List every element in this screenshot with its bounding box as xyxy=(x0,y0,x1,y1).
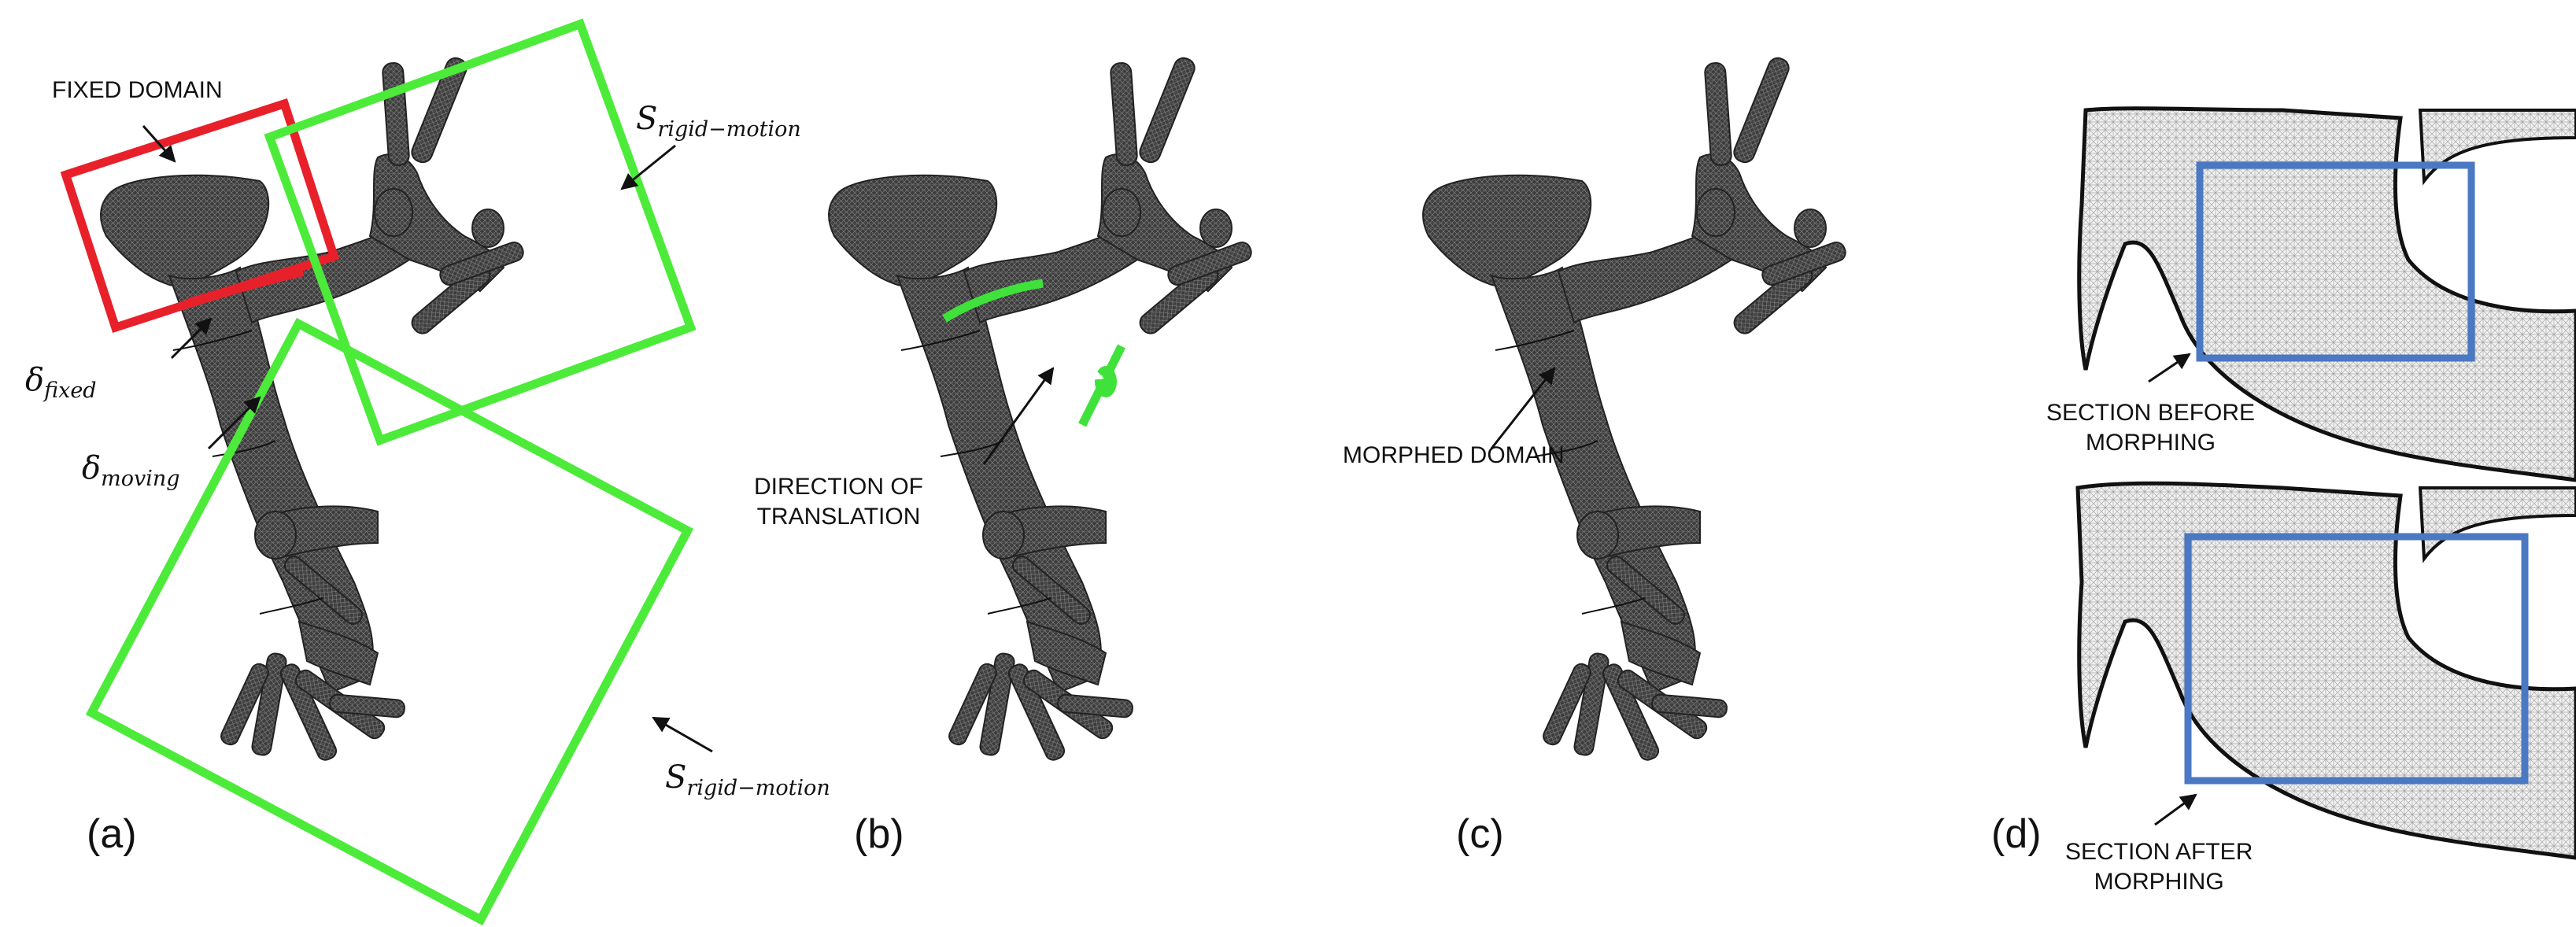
panel-letter-c: (c) xyxy=(1456,811,1504,857)
subscript-rigid-motion: rigid−motion xyxy=(686,776,830,800)
arrow-s-rigid-lower xyxy=(652,716,713,753)
label-delta-moving: δmoving xyxy=(82,450,180,491)
direction-line-2: TRANSLATION xyxy=(756,504,921,530)
arrow-direction-of-translation xyxy=(982,367,1055,465)
section-before-line-1: SECTION BEFORE xyxy=(2046,400,2256,426)
subscript-rigid-motion: rigid−motion xyxy=(657,117,801,142)
panel-a xyxy=(60,18,713,926)
arrow-morphed-domain xyxy=(1490,367,1556,449)
panel-c xyxy=(1422,54,1849,763)
arrow-section-after xyxy=(2154,793,2197,826)
label-lr: lr xyxy=(1070,297,1091,338)
panel-letter-a: (a) xyxy=(87,811,137,857)
section-before-image xyxy=(2077,106,2576,482)
highlight-ring-upper xyxy=(942,279,1044,323)
highlight-ring-lower-center xyxy=(1095,366,1117,397)
arrow-s-rigid-upper xyxy=(620,144,676,190)
subscript-r: r xyxy=(1080,314,1091,338)
panel-b xyxy=(828,54,1255,763)
label-direction-of-translation: DIRECTION OF TRANSLATION xyxy=(754,472,923,532)
label-delta-fixed: δfixed xyxy=(25,362,97,403)
panel-d xyxy=(2075,106,2576,860)
subscript-moving: moving xyxy=(101,467,180,491)
label-morphed-domain: MORPHED DOMAIN xyxy=(1343,442,1565,468)
delta-fixed-band xyxy=(187,267,305,308)
rigid-motion-box-lower xyxy=(85,317,694,926)
panel-letter-d: (d) xyxy=(1991,811,2042,857)
translation-vector-lr xyxy=(1046,356,1104,382)
section-after-image xyxy=(2075,481,2576,860)
section-before-line-2: MORPHING xyxy=(2086,430,2216,456)
airway-mesh-b xyxy=(828,54,1255,763)
arrow-section-before xyxy=(2148,353,2191,383)
section-after-line-1: SECTION AFTER xyxy=(2065,839,2253,865)
airway-mesh-c xyxy=(1422,54,1849,763)
section-box-before xyxy=(2196,161,2475,362)
panel-letter-b: (b) xyxy=(854,811,904,857)
symbol-s: S xyxy=(636,101,658,137)
section-box-after xyxy=(2184,533,2529,785)
arrow-fixed-domain xyxy=(142,125,176,163)
arrow-delta-moving xyxy=(207,396,261,450)
symbol-l: l xyxy=(1070,297,1081,334)
label-s-rigid-motion-upper: Srigid−motion xyxy=(636,101,801,142)
label-fixed-domain: FIXED DOMAIN xyxy=(52,77,223,103)
arrow-delta-fixed xyxy=(170,317,213,360)
symbol-delta: δ xyxy=(25,362,45,398)
subscript-fixed: fixed xyxy=(44,379,97,403)
symbol-delta: δ xyxy=(82,450,102,486)
label-section-after: SECTION AFTER MORPHING xyxy=(2065,837,2253,897)
symbol-s: S xyxy=(665,759,687,796)
section-after-line-2: MORPHING xyxy=(2094,869,2224,895)
direction-line-1: DIRECTION OF xyxy=(754,474,923,500)
label-s-rigid-motion-lower: Srigid−motion xyxy=(665,759,830,800)
label-section-before: SECTION BEFORE MORPHING xyxy=(2046,398,2255,458)
